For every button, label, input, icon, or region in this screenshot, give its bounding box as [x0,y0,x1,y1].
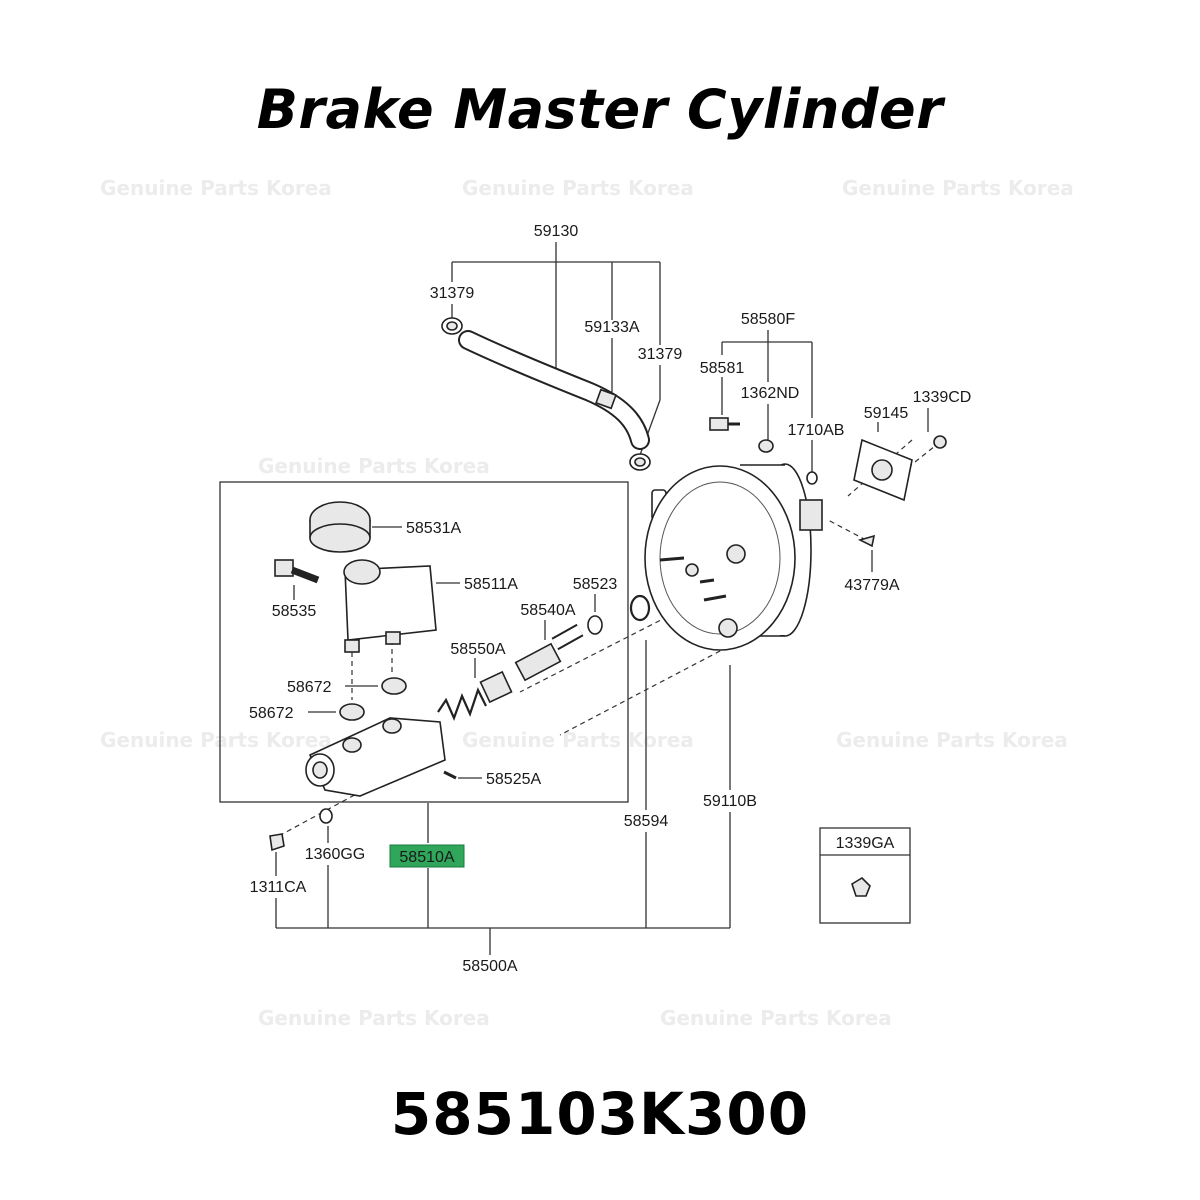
inset-box-1339ga [819,827,911,924]
watermark: Genuine Parts Korea [836,728,1068,752]
secondary-piston [514,642,562,682]
label-58594: 58594 [624,813,669,830]
washer-1360gg [319,808,333,824]
brake-booster [644,463,823,651]
label-58511a: 58511A [464,576,518,593]
piston-rod [551,623,584,651]
highlight-box [389,844,465,868]
label-58535: 58535 [272,603,317,620]
label-58550a: 58550A [450,641,505,658]
label-31379-upper: 31379 [430,285,475,302]
booster-gasket [853,438,913,502]
watermark: Genuine Parts Korea [100,728,332,752]
label-58540a: 58540A [520,602,575,619]
label-58672-lower: 58672 [249,705,294,722]
label-1311ca: 1311CA [250,879,307,896]
clevis-pin [857,534,876,548]
part-number: 585103K300 [390,1080,810,1148]
watermark: Genuine Parts Korea [660,1006,892,1030]
seal-1710ab [806,471,818,485]
watermark: Genuine Parts Korea [462,176,694,200]
label-58580f: 58580F [741,311,795,328]
nut-1311ca [269,833,285,852]
hose-clamp-lower [629,453,651,471]
label-59133a: 59133A [584,319,639,336]
label-1339cd: 1339CD [913,389,972,406]
label-58500a: 58500A [462,958,517,975]
master-cylinder-kit-box [219,481,629,803]
watermark: Genuine Parts Korea [842,176,1074,200]
label-1339ga: 1339GA [836,835,895,852]
washer-1362nd [758,439,774,453]
o-ring-58523 [587,615,603,635]
page-title: Brake Master Cylinder [256,78,944,141]
watermark: Genuine Parts Korea [462,728,694,752]
bolt-58581 [709,417,740,431]
nut-1339cd [933,435,947,449]
piston-spring [437,670,513,721]
watermark: Genuine Parts Korea [258,454,490,478]
label-43779a: 43779A [844,577,899,594]
o-ring-58594 [629,594,651,622]
label-31379-lower: 31379 [638,346,683,363]
label-59145: 59145 [864,405,909,422]
label-58581: 58581 [700,360,745,377]
master-cylinder-body [305,717,446,797]
label-1362nd: 1362ND [741,385,800,402]
screw-58525a [443,770,457,780]
label-58531a: 58531A [406,520,461,537]
label-59130: 59130 [534,223,579,240]
watermark: Genuine Parts Korea [100,176,332,200]
part-labels: 59130 31379 59133A 31379 58580F 58581 13… [249,223,971,975]
grommet-lower [339,703,365,721]
reservoir-cap [309,501,371,553]
level-sensor [274,559,320,584]
vacuum-hose [458,330,650,450]
label-1360gg: 1360GG [305,846,365,863]
label-58672-upper: 58672 [287,679,332,696]
label-58525a: 58525A [486,771,541,788]
reservoir-tank [343,559,437,653]
grommet-upper [381,677,407,695]
label-58523: 58523 [573,576,618,593]
label-1710ab: 1710AB [788,422,845,439]
label-58510a: 58510A [399,849,454,866]
label-59110b: 59110B [703,793,757,810]
hose-clamp-upper [441,317,463,335]
watermark: Genuine Parts Korea [258,1006,490,1030]
